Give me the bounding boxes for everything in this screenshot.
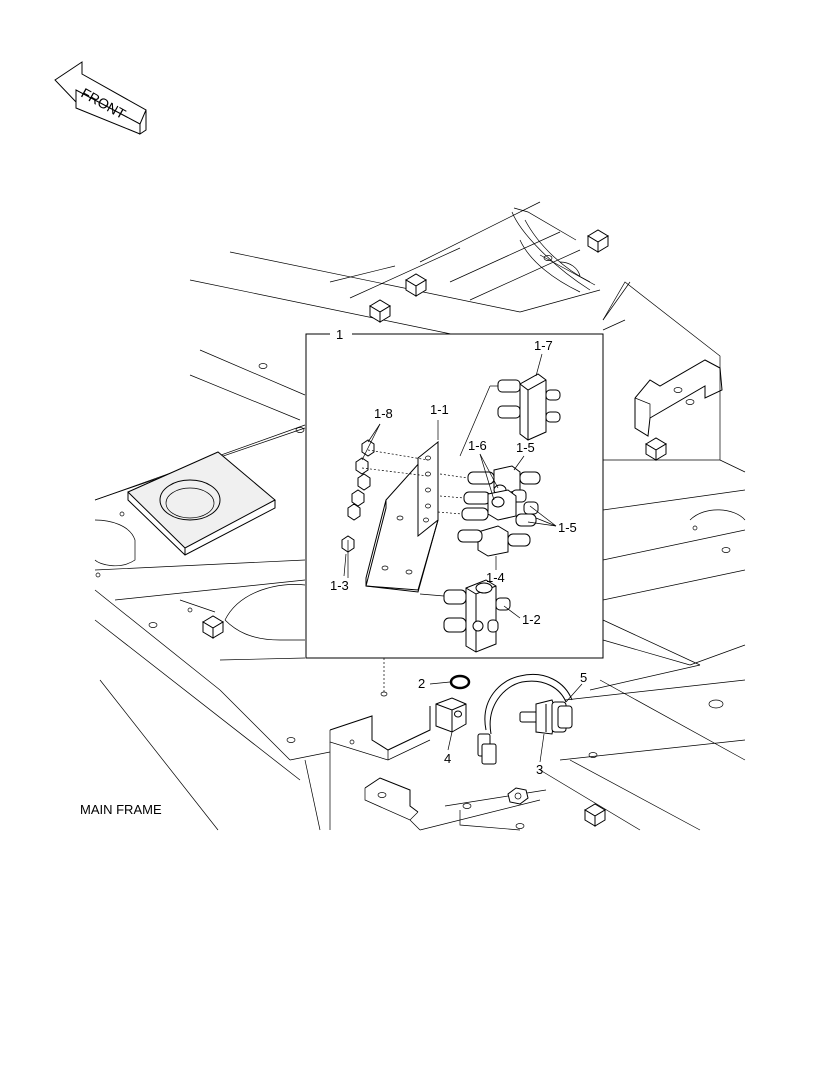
callout-4: 4 [444,751,451,766]
nut-column [341,439,429,578]
callout-1-5-lower: 1-5 [558,520,577,535]
frame-block [405,273,427,297]
callout-3: 3 [536,762,543,777]
callout-1-6: 1-6 [468,438,487,453]
sensor-body [435,697,467,733]
frame-nut [507,787,529,805]
front-arrow: FRONT [54,61,147,135]
main-frame-label: MAIN FRAME [80,802,162,817]
callout-1-3: 1-3 [330,578,349,593]
frame-block [584,803,606,827]
leader-lines [343,353,583,763]
fittings-cluster [437,465,541,557]
frame-holes [95,255,731,829]
callout-1-7: 1-7 [534,338,553,353]
tee-block-top [459,373,561,457]
main-frame [94,201,746,831]
callout-1-8: 1-8 [374,406,393,421]
frame-block [587,229,609,253]
callout-labels: 1-7 1-8 1-1 1-6 1-5 1-5 1-4 1-3 1-2 2 4 … [330,338,587,777]
lower-block [419,579,511,653]
callout-1-2: 1-2 [522,612,541,627]
bracket-plate [365,440,439,593]
frame-block [645,437,667,461]
o-ring [449,674,471,690]
callout-1-4: 1-4 [486,570,505,585]
frame-block [369,299,391,323]
callout-1-5-upper: 1-5 [516,440,535,455]
callout-5: 5 [580,670,587,685]
callout-2: 2 [418,676,425,691]
assembly-label: 1 [336,327,343,342]
callout-1-1: 1-1 [430,402,449,417]
frame-block [202,615,224,639]
pressure-switch [477,674,573,765]
